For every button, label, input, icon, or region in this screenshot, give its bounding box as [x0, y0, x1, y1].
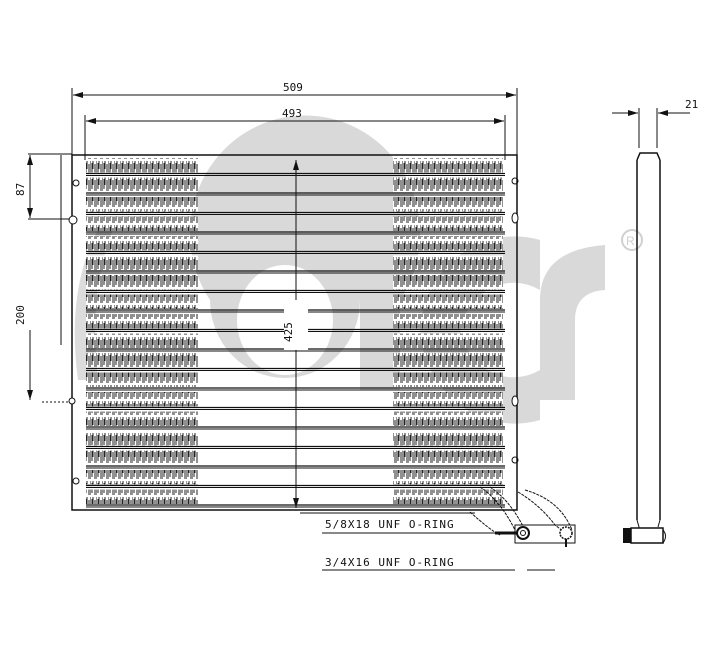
dim-509-label: 509	[283, 81, 303, 94]
dim-493-label: 493	[282, 107, 302, 120]
dim-21-label: 21	[685, 98, 698, 111]
dimension-left-87: 87	[14, 153, 72, 220]
registered-mark: R	[626, 234, 635, 248]
condenser-core-frame	[71, 154, 518, 511]
dimension-left-200: 200	[14, 150, 73, 403]
dimension-thickness: 21	[612, 98, 698, 148]
fitting-3-4-label: 3/4X16 UNF O-RING	[325, 556, 455, 569]
fitting-label-3-4: 3/4X16 UNF O-RING	[322, 556, 555, 571]
dimension-overall-width: 509	[71, 81, 518, 160]
dimension-core-height: 425	[282, 160, 308, 508]
dim-200-label: 200	[14, 305, 27, 325]
outlet-fittings	[469, 486, 576, 547]
fitting-5-8-label: 5/8X18 UNF O-RING	[325, 518, 455, 531]
fitting-label-5-8: 5/8X18 UNF O-RING	[300, 512, 495, 534]
mounting-points	[68, 177, 519, 485]
dim-87-label: 87	[14, 183, 27, 196]
dimension-core-width: 493	[84, 107, 506, 160]
condenser-tubes	[86, 158, 505, 508]
dim-425-label: 425	[282, 322, 295, 342]
side-profile	[623, 152, 666, 544]
